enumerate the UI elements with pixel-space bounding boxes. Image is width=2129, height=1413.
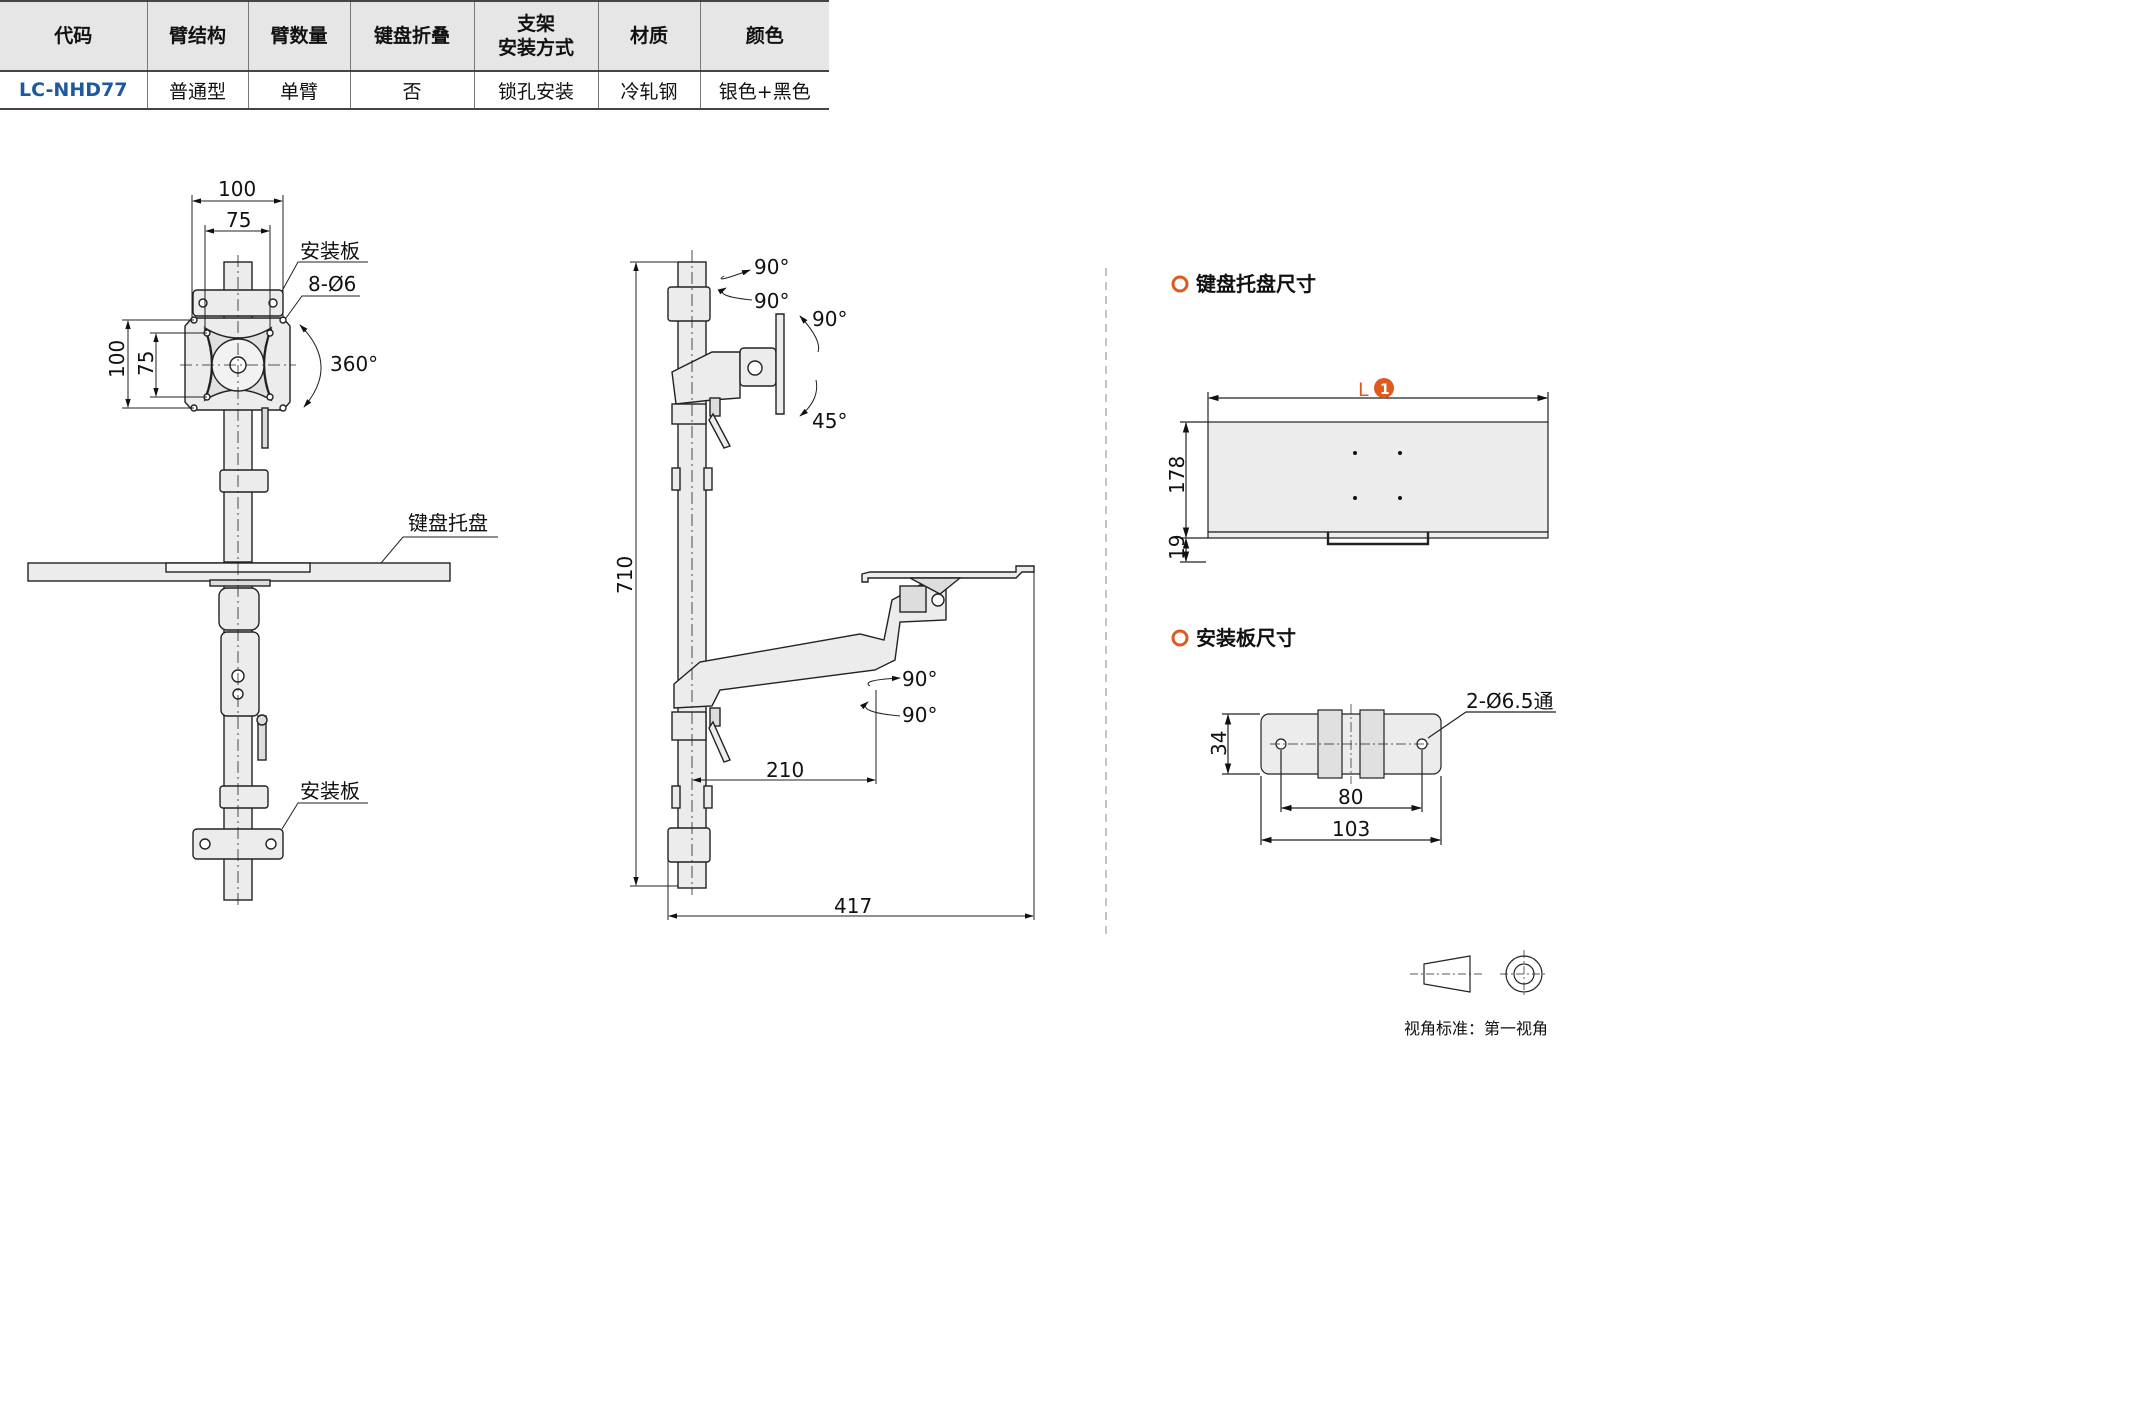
side-angle-arm-2: 90°: [902, 703, 937, 727]
side-angle-arm-1: 90°: [902, 667, 937, 691]
tray-dims-title: 键盘托盘尺寸: [1196, 272, 1316, 296]
table-header-row: 代码 臂结构 臂数量 键盘折叠 支架 安装方式 材质 颜色: [0, 0, 829, 72]
plate-holes-label: 2-Ø6.5通: [1466, 689, 1554, 713]
side-view: [667, 261, 1035, 889]
dim-height-710: 710: [613, 556, 637, 594]
header-mount-method: 支架 安装方式: [474, 0, 599, 72]
drawing-canvas: 100 75 100 75 安装板 8-Ø6 360° 键盘托盘 安装板: [27, 177, 1556, 1038]
spec-table: 代码 臂结构 臂数量 键盘折叠 支架 安装方式 材质 颜色 LC-NHD77 普…: [0, 0, 829, 110]
cell-arm-structure: 普通型: [147, 71, 249, 110]
dim-75-top: 75: [226, 208, 251, 232]
side-arm: [673, 584, 947, 709]
label-rotation: 360°: [330, 352, 378, 376]
side-clamp-top: [667, 286, 711, 322]
header-material: 材质: [598, 0, 701, 72]
dim-tray-depth-178: 178: [1165, 456, 1189, 494]
front-tray-joint: [218, 587, 260, 631]
front-collar-2: [219, 785, 269, 809]
cell-mount-method: 锁孔安装: [474, 71, 599, 110]
label-keyboard-tray: 键盘托盘: [408, 511, 488, 535]
dim-plate-width-103: 103: [1332, 817, 1370, 841]
tray-top-view: [1207, 421, 1549, 533]
header-keyboard-fold: 键盘折叠: [350, 0, 475, 72]
tray-title-bullet-icon: [1171, 275, 1189, 293]
projection-label: 视角标准：第一视角: [1404, 1019, 1548, 1038]
front-collar-1: [219, 469, 269, 493]
dim-75-left: 75: [134, 351, 158, 376]
cell-code: LC-NHD77: [0, 71, 148, 110]
dim-100-left: 100: [105, 340, 129, 378]
side-angle-tilt-down: 45°: [812, 409, 847, 433]
label-holes: 8-Ø6: [308, 272, 356, 296]
table-row: LC-NHD77 普通型 单臂 否 锁孔安装 冷轧钢 银色+黑色: [0, 71, 829, 110]
first-angle-projection-icon: [1410, 950, 1548, 998]
dim-plate-height-34: 34: [1207, 731, 1231, 756]
dim-plate-hole-spacing-80: 80: [1338, 785, 1363, 809]
side-angle-top-1: 90°: [754, 255, 789, 279]
cell-keyboard-fold: 否: [350, 71, 475, 110]
tray-length-badge-text: 1: [1380, 382, 1390, 398]
cell-arm-count: 单臂: [248, 71, 351, 110]
side-angle-tilt-up: 90°: [812, 307, 847, 331]
side-dimensions: [630, 250, 1035, 920]
tray-dims-drawing: [1180, 392, 1549, 563]
label-mount-plate-top: 安装板: [300, 239, 360, 263]
dim-total-417: 417: [834, 894, 872, 918]
header-code: 代码: [0, 0, 148, 72]
header-arm-structure: 臂结构: [147, 0, 249, 72]
dim-tray-lip-19: 19: [1165, 535, 1189, 560]
tray-length-badge: [1374, 378, 1394, 398]
cell-material: 冷轧钢: [598, 71, 701, 110]
dim-100-top: 100: [218, 177, 256, 201]
side-clamp-bottom: [667, 827, 711, 863]
header-arm-count: 臂数量: [248, 0, 351, 72]
tray-length-label: L: [1358, 379, 1369, 401]
plate-dims-title: 安装板尺寸: [1196, 626, 1296, 650]
cell-color: 银色+黑色: [700, 71, 829, 110]
plate-dims-drawing: [1222, 704, 1556, 845]
side-vesa-plate: [775, 313, 785, 415]
label-mount-plate-bottom: 安装板: [300, 779, 360, 803]
dim-reach-210: 210: [766, 758, 804, 782]
front-view: [27, 261, 451, 901]
plate-title-bullet-icon: [1171, 629, 1189, 647]
side-angle-top-2: 90°: [754, 289, 789, 313]
side-tray: [861, 565, 1035, 583]
front-dimensions: [122, 195, 498, 905]
header-color: 颜色: [700, 0, 829, 72]
